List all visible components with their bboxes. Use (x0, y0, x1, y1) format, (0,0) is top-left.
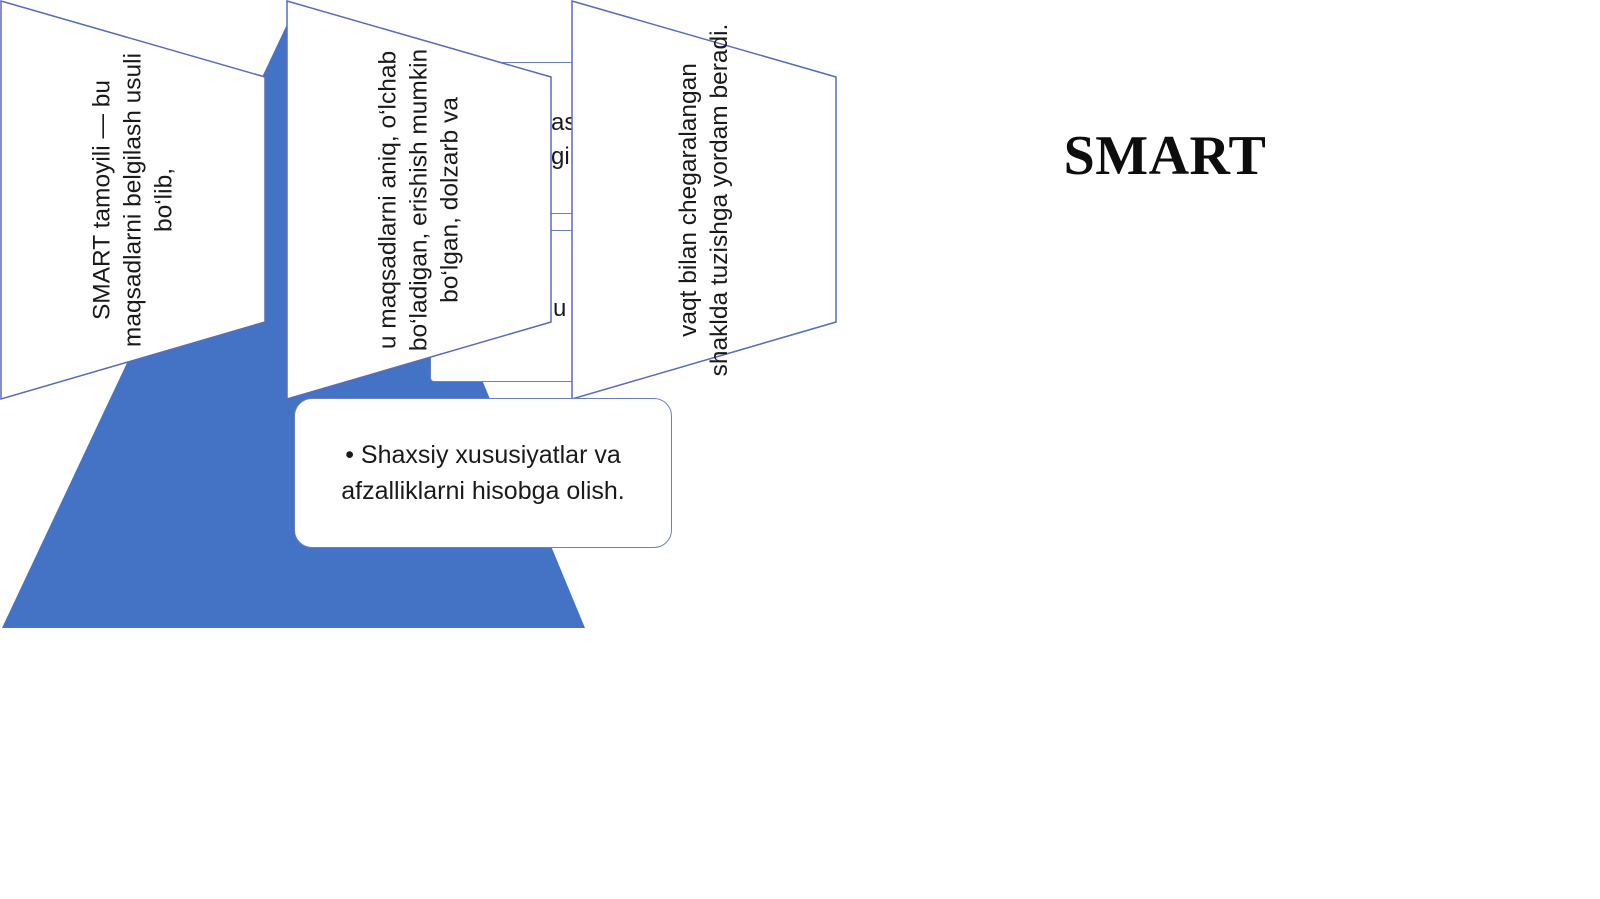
note-card: • Shaxsiy xususiyatlar va afzalliklarni … (294, 398, 672, 548)
panel-2: u maqsadlarni aniq, o‘lchab bo‘ladigan, … (286, 0, 552, 400)
hidden-card-fragment-3: u (553, 295, 567, 322)
panel-1: SMART tamoyili — bu maqsadlarni belgilas… (0, 0, 266, 400)
panel-2-shape (286, 0, 552, 400)
panel-3-text: vaqt bilan chegaralangan shaklda tuzishg… (674, 23, 733, 377)
panel-1-text: SMART tamoyili — bu maqsadlarni belgilas… (88, 52, 178, 348)
slide-title: SMART (1063, 125, 1267, 187)
note-text: • Shaxsiy xususiyatlar va afzalliklarni … (341, 440, 625, 505)
hidden-card-fragment-2: gi (551, 143, 570, 170)
panel-3-shape (571, 0, 837, 400)
panel-2-text: u maqsadlarni aniq, o‘lchab bo‘ladigan, … (374, 48, 464, 352)
panel-3: vaqt bilan chegaralangan shaklda tuzishg… (571, 0, 837, 400)
panel-1-shape (0, 0, 266, 400)
